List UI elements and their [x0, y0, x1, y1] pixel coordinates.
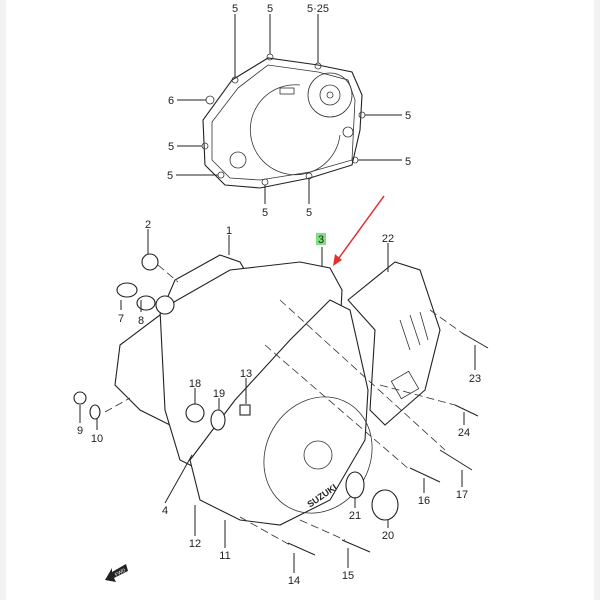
callout-2: 2	[145, 219, 151, 231]
callout-8: 8	[138, 315, 144, 327]
clutch-cover	[201, 53, 366, 189]
callout-10: 10	[91, 433, 103, 445]
callout-14: 14	[288, 575, 300, 587]
callout-5: 5	[405, 156, 411, 168]
leader-lines	[79, 14, 476, 573]
callout-7: 7	[118, 313, 124, 325]
callout-5-25: 5·25	[307, 3, 329, 15]
callout-16: 16	[418, 495, 430, 507]
callout-12: 12	[189, 538, 201, 550]
callout-23: 23	[469, 373, 481, 385]
callout-22: 22	[382, 233, 394, 245]
callout-20: 20	[382, 530, 394, 542]
callout-21: 21	[349, 510, 361, 522]
callout-labels: 5 5 5·25 6 5 5 5 5 5 5 2 1 3 22 7 8 9 10…	[77, 3, 481, 587]
callout-5: 5	[168, 141, 174, 153]
callout-5: 5	[262, 207, 268, 219]
callout-6: 6	[168, 95, 174, 107]
callout-11: 11	[219, 550, 230, 562]
callout-5: 5	[232, 3, 238, 15]
callout-5: 5	[306, 207, 312, 219]
callout-5: 5	[405, 110, 411, 122]
callout-15: 15	[342, 570, 354, 582]
callout-1: 1	[226, 225, 232, 237]
fwd-label: FWD	[114, 567, 127, 578]
fwd-direction-icon: FWD	[105, 564, 128, 582]
callout-4: 4	[162, 505, 168, 517]
callout-5: 5	[167, 170, 173, 182]
callout-18: 18	[189, 378, 201, 390]
pointer-arrow	[333, 195, 385, 266]
callout-13: 13	[240, 368, 252, 380]
callout-3: 3	[318, 234, 324, 246]
highlight-box	[316, 233, 326, 245]
callout-19: 19	[213, 388, 225, 400]
callout-9: 9	[77, 425, 83, 437]
crankcase-cover: SUZUKI	[73, 253, 489, 556]
callout-17: 17	[456, 489, 468, 501]
callout-5: 5	[267, 3, 273, 15]
callout-24: 24	[458, 427, 470, 439]
